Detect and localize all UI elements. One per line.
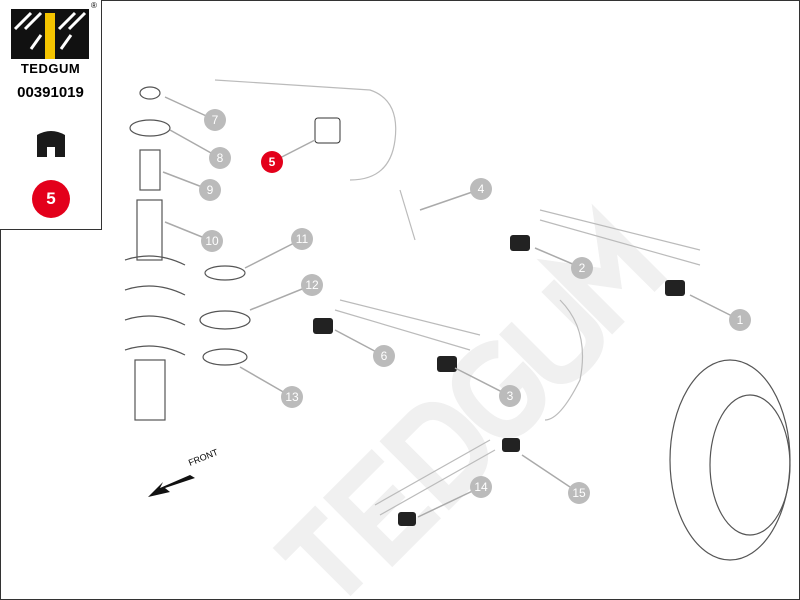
lower-arm (334, 299, 481, 351)
top-nut (139, 86, 161, 100)
dust-boot (136, 199, 163, 261)
tedgum-logo (11, 9, 89, 59)
bump-stop (139, 149, 161, 191)
svg-text:8: 8 (217, 151, 224, 165)
position-badge: 5 (32, 180, 70, 218)
svg-text:15: 15 (572, 486, 586, 500)
svg-text:4: 4 (478, 182, 485, 196)
svg-text:3: 3 (507, 389, 514, 403)
callout-7: 7 (204, 109, 226, 131)
bushings (313, 117, 685, 526)
svg-text:13: 13 (285, 390, 299, 404)
link-rod (399, 189, 416, 241)
trailing-arm (374, 439, 496, 516)
bushing-product-image (37, 131, 65, 157)
wheel (669, 359, 791, 561)
leader-lines (162, 96, 741, 518)
callout-14: 14 (470, 476, 492, 498)
registered-mark: ® (91, 1, 97, 10)
front-label: FRONT (187, 447, 220, 468)
callout-8: 8 (209, 147, 231, 169)
product-panel: ® TEDGUM 00391019 5 (0, 0, 102, 230)
callout-6: 6 (373, 345, 395, 367)
callout-4: 4 (470, 178, 492, 200)
svg-text:2: 2 (579, 261, 586, 275)
svg-text:12: 12 (305, 278, 319, 292)
seat (202, 348, 248, 366)
callout-5-highlight: 5 (261, 151, 283, 173)
svg-text:9: 9 (207, 183, 214, 197)
bearing (199, 310, 251, 330)
callouts: 1 2 3 4 5 6 7 8 9 10 11 12 13 14 15 (199, 109, 751, 504)
callout-11: 11 (291, 228, 313, 250)
callout-10: 10 (201, 230, 223, 252)
strut-mount (129, 119, 171, 137)
callout-2: 2 (571, 257, 593, 279)
svg-text:1: 1 (737, 313, 744, 327)
brand-name: TEDGUM (20, 61, 81, 76)
svg-text:7: 7 (212, 113, 219, 127)
watermark (272, 203, 668, 597)
callout-13: 13 (281, 386, 303, 408)
svg-text:5: 5 (269, 155, 276, 169)
part-number: 00391019 (17, 84, 84, 101)
callout-1: 1 (729, 309, 751, 331)
callout-9: 9 (199, 179, 221, 201)
front-arrow: FRONT (148, 447, 220, 497)
knuckle (544, 299, 584, 421)
svg-text:11: 11 (296, 232, 309, 246)
svg-text:6: 6 (381, 349, 388, 363)
callout-12: 12 (301, 274, 323, 296)
stabilizer-bar (214, 79, 397, 181)
upper-arm (539, 209, 701, 266)
coil-spring (124, 255, 186, 356)
callout-15: 15 (568, 482, 590, 504)
svg-text:10: 10 (205, 234, 219, 248)
svg-text:14: 14 (474, 480, 488, 494)
callout-3: 3 (499, 385, 521, 407)
washer (204, 265, 246, 281)
strut-body (134, 359, 166, 421)
